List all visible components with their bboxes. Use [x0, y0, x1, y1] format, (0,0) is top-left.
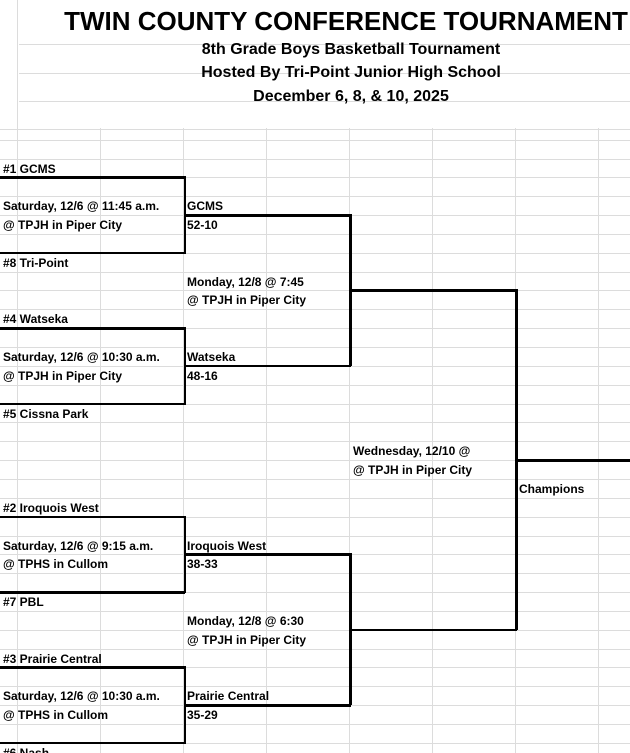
team-seed-top: #1 GCMS	[3, 161, 56, 176]
game-time: Saturday, 12/6 @ 9:15 a.m.	[3, 538, 154, 553]
grid-line	[0, 422, 630, 424]
grid-line	[0, 309, 630, 311]
bracket-line	[516, 459, 630, 462]
host-line: Hosted By Tri-Point Junior High School	[201, 64, 501, 81]
bracket-line	[185, 364, 351, 368]
grid-line	[19, 101, 630, 102]
grid-line	[0, 478, 630, 480]
game-score: 38-33	[187, 557, 218, 572]
grid-line	[0, 648, 630, 650]
grid-line	[0, 140, 630, 141]
team-seed-bottom: #8 Tri-Point	[3, 255, 69, 270]
game-winner: Prairie Central	[187, 689, 270, 704]
grid-line	[0, 233, 630, 235]
grid-line	[0, 497, 630, 499]
page-title: TWIN COUNTY CONFERENCE TOURNAMENT	[64, 6, 628, 36]
game-score: 52-10	[187, 218, 218, 233]
final-venue: @ TPJH in Piper City	[353, 463, 473, 478]
game-score: 48-16	[187, 368, 218, 383]
bracket-line	[183, 327, 186, 405]
game-time: Saturday, 12/6 @ 11:45 a.m.	[3, 199, 160, 214]
semifinal-venue: @ TPJH in Piper City	[187, 293, 307, 308]
semifinal-venue: @ TPJH in Piper City	[187, 632, 307, 647]
team-seed-top: #2 Iroquois West	[3, 500, 99, 515]
grid-line	[0, 686, 630, 688]
grid-line	[0, 667, 630, 669]
bracket-line	[350, 289, 517, 292]
grid-line	[0, 535, 630, 537]
grid-line	[0, 290, 630, 292]
team-seed-bottom: #7 PBL	[3, 595, 44, 610]
grid-line	[0, 129, 630, 130]
grid-line	[0, 177, 630, 179]
game-time: Saturday, 12/6 @ 10:30 a.m.	[3, 689, 160, 704]
grid-line	[0, 252, 630, 254]
grid-line	[0, 384, 630, 386]
final-time: Wednesday, 12/10 @	[353, 444, 471, 459]
bracket-line	[0, 327, 185, 330]
grid-line	[0, 592, 630, 594]
grid-line	[19, 73, 630, 74]
bracket-line	[0, 515, 185, 519]
grid-line	[0, 328, 630, 330]
grid-line	[0, 441, 630, 443]
subtitle: 8th Grade Boys Basketball Tournament	[201, 41, 501, 58]
bracket-line	[185, 214, 351, 217]
grid-line	[0, 460, 630, 462]
game-winner: Iroquois West	[187, 538, 267, 553]
game-venue: @ TPHS in Cullom	[3, 708, 109, 723]
grid-line	[0, 610, 630, 612]
bracket-line	[350, 628, 517, 632]
team-seed-top: #3 Prairie Central	[3, 651, 102, 666]
team-seed-bottom: #5 Cissna Park	[3, 406, 89, 421]
game-winner: Watseka	[187, 350, 236, 364]
bracket-line	[183, 176, 186, 254]
champions-label: Champions	[519, 481, 585, 496]
semifinal-time: Monday, 12/8 @ 6:30	[187, 613, 304, 628]
dates-line: December 6, 8, & 10, 2025	[253, 88, 449, 105]
grid-line	[19, 44, 630, 45]
grid-line	[0, 573, 630, 575]
semifinal-time: Monday, 12/8 @ 7:45	[187, 274, 304, 289]
grid-line	[0, 271, 630, 273]
bracket-line	[185, 553, 351, 556]
grid-line	[0, 158, 630, 160]
game-score: 35-29	[187, 708, 218, 723]
game-venue: @ TPJH in Piper City	[3, 218, 123, 233]
grid-line	[0, 347, 630, 348]
bracket-line	[183, 515, 186, 594]
grid-line	[0, 403, 630, 405]
grid-line	[0, 196, 630, 198]
team-seed-bottom: #6 Nash	[3, 745, 50, 753]
bracket-line	[185, 704, 351, 707]
bracket-line	[0, 666, 185, 669]
team-seed-top: #4 Watseka	[3, 312, 68, 327]
game-venue: @ TPJH in Piper City	[3, 368, 123, 383]
bracket-line	[0, 741, 185, 745]
game-winner: GCMS	[187, 199, 223, 214]
bracket-line	[0, 176, 185, 179]
game-venue: @ TPHS in Cullom	[3, 557, 109, 572]
bracket-line	[0, 591, 185, 594]
header-merged-cells	[19, 0, 630, 128]
grid-line	[0, 516, 630, 518]
grid-line	[0, 724, 630, 725]
bracket-line	[0, 402, 185, 406]
grid-line	[0, 629, 630, 631]
bracket-line	[0, 251, 185, 255]
bracket-line	[183, 666, 186, 744]
game-time: Saturday, 12/6 @ 10:30 a.m.	[3, 350, 160, 364]
grid-line	[0, 742, 630, 744]
